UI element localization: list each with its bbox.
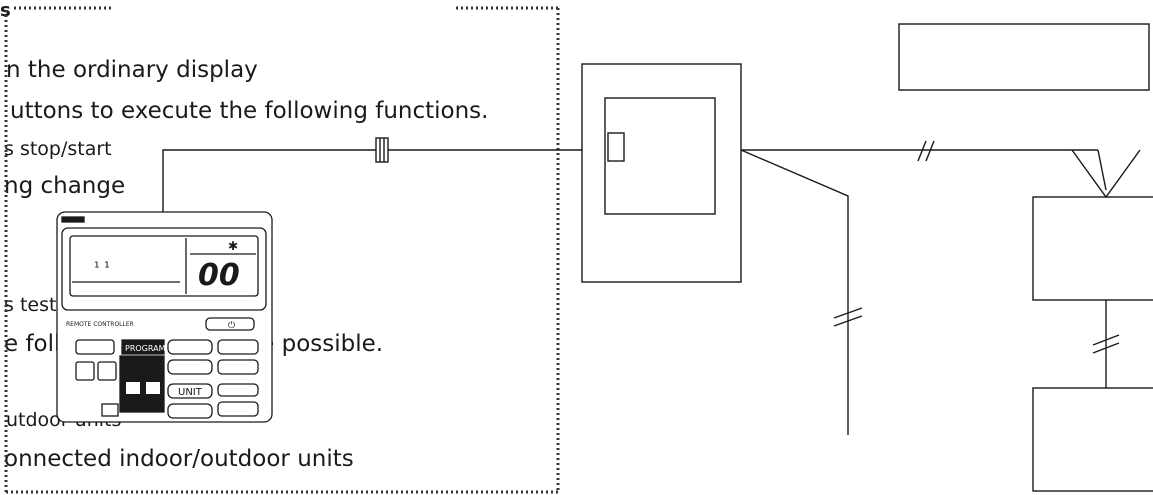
upper-unit-box [898,23,1150,91]
manual-line-2: uttons to execute the following function… [10,98,489,124]
power-icon: ⏻ [228,320,235,331]
remote-cable [162,149,582,212]
manual-line-3: s stop/start [4,138,112,160]
remote-unit-label: UNIT [178,387,203,398]
controller-terminal [607,132,625,162]
remote-brand-text: REMOTE CONTROLLER [66,321,134,328]
terminal-connector [375,137,389,163]
dotted-boundary [4,6,560,494]
remote-display-digits: 00 [198,258,240,293]
manual-line-8: onnected indoor/outdoor units [4,446,354,472]
remote-display-left: ¹ ¹ [94,260,110,276]
indoor-unit-box [1032,196,1153,301]
remote-controller [56,211,273,423]
snowflake-icon: ✱ [228,239,238,253]
outdoor-unit-box [1032,387,1153,492]
diagonal-cable [740,149,849,435]
remote-program-label: PROGRAM [125,344,166,353]
manual-line-1: n the ordinary display [6,57,258,83]
manual-line-4: ng change [4,173,126,199]
controller-inner [604,97,716,215]
controller-box [581,63,742,283]
branch-v [1097,149,1107,191]
